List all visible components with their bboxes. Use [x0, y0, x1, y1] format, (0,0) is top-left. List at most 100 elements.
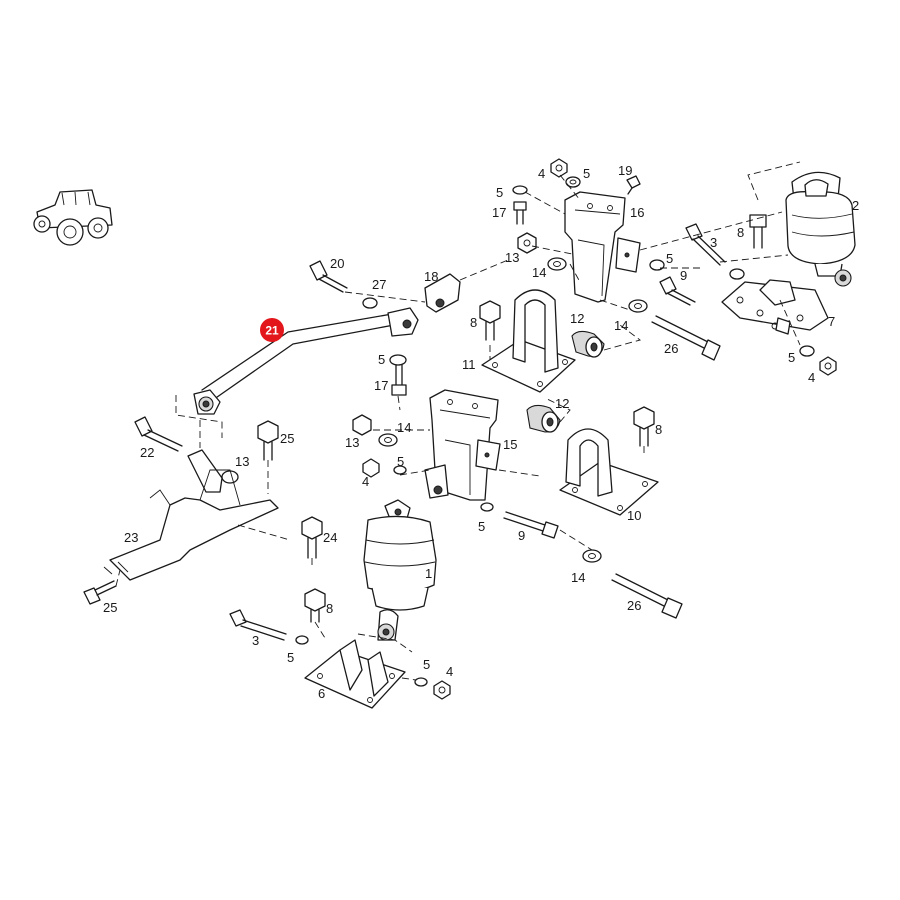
washer-14-mid	[628, 299, 648, 313]
callout-5: 5	[423, 657, 430, 672]
washer-14-left	[378, 433, 398, 447]
callout-13: 13	[345, 435, 359, 450]
bolt-26-top	[651, 315, 721, 361]
nut-4-bottom	[433, 680, 451, 700]
callout-8: 8	[737, 225, 744, 240]
callout-24: 24	[323, 530, 337, 545]
callout-3: 3	[710, 235, 717, 250]
bolt-8-bottom	[304, 588, 326, 623]
callout-7: 7	[828, 314, 835, 329]
bracket-16	[564, 191, 641, 303]
callout-5: 5	[496, 185, 503, 200]
air-spring-1	[363, 499, 437, 641]
callout-22: 22	[140, 445, 154, 460]
washer-5-lower-right	[799, 345, 815, 357]
bolt-25-top	[257, 420, 279, 461]
callout-12: 12	[555, 396, 569, 411]
callout-17: 17	[374, 378, 388, 393]
tractor-icon	[33, 189, 113, 246]
nut-4-lower-right	[819, 356, 837, 376]
washer-5-left-mid	[393, 465, 407, 475]
callout-5: 5	[287, 650, 294, 665]
bolt-8-mid	[479, 300, 501, 341]
bracket-15	[424, 389, 501, 501]
callout-9: 9	[680, 268, 687, 283]
callout-8: 8	[326, 601, 333, 616]
washer-5-top	[565, 176, 581, 188]
callout-5: 5	[378, 352, 385, 367]
bolt-3-bottom	[229, 609, 287, 641]
washer-14-top	[547, 257, 567, 271]
bracket-11	[481, 289, 576, 393]
callout-26: 26	[627, 598, 641, 613]
washer-5-bottom-right	[414, 677, 428, 687]
washer-5-mid	[389, 354, 407, 366]
callout-13: 13	[235, 454, 249, 469]
bolt-26-bottom	[611, 573, 683, 619]
callout-4: 4	[538, 166, 545, 181]
washer-5-right	[649, 259, 665, 271]
air-spring-2	[785, 171, 856, 287]
callout-1: 1	[425, 566, 432, 581]
screw-19	[626, 175, 641, 195]
callout-10: 10	[627, 508, 641, 523]
rod-21	[193, 307, 419, 415]
callout-27: 27	[372, 277, 386, 292]
callout-12: 12	[570, 311, 584, 326]
callout-13: 13	[505, 250, 519, 265]
nut-4-top	[550, 158, 568, 178]
callout-14: 14	[571, 570, 585, 585]
bolt-20	[309, 260, 348, 293]
plate-6	[304, 639, 406, 709]
callout-2: 2	[852, 198, 859, 213]
bushing-12-mid	[526, 404, 561, 433]
callout-23: 23	[124, 530, 138, 545]
callout-14: 14	[532, 265, 546, 280]
bolt-9-top	[659, 276, 696, 306]
callout-15: 15	[503, 437, 517, 452]
bolt-9-mid	[503, 511, 559, 539]
bolt-24	[301, 516, 323, 559]
bracket-23	[103, 469, 279, 581]
callout-8: 8	[655, 422, 662, 437]
callout-25: 25	[103, 600, 117, 615]
assembly-guide-lines	[115, 161, 801, 681]
callout-8: 8	[470, 315, 477, 330]
callout-25: 25	[280, 431, 294, 446]
bracket-18	[424, 273, 461, 313]
bracket-7	[721, 279, 829, 335]
bushing-12-top	[571, 330, 605, 358]
callout-5: 5	[397, 454, 404, 469]
callout-14: 14	[614, 318, 628, 333]
callout-17: 17	[492, 205, 506, 220]
bolt-8-right	[633, 406, 655, 447]
callout-4: 4	[362, 474, 369, 489]
bolt-3-top	[685, 223, 726, 266]
highlight-circle	[260, 318, 284, 342]
callout-19: 19	[618, 163, 632, 178]
nut-13-top	[517, 232, 537, 254]
bolt-17-mid	[391, 364, 407, 396]
callout-3: 3	[252, 633, 259, 648]
callout-18: 18	[424, 269, 438, 284]
callout-labels: 2 4 5 19 5 17 16 3 8 5 9 13 14 20 27 18 …	[103, 163, 859, 701]
washer-5-right-low	[729, 268, 745, 280]
callout-5: 5	[788, 350, 795, 365]
callout-14: 14	[397, 420, 411, 435]
callout-9: 9	[518, 528, 525, 543]
callout-11: 11	[462, 357, 476, 372]
callout-6: 6	[318, 686, 325, 701]
washer-14-right	[582, 549, 602, 563]
callout-5: 5	[583, 166, 590, 181]
bracket-10	[559, 428, 659, 516]
washer-5-center	[480, 502, 494, 512]
callout-20: 20	[330, 256, 344, 271]
callout-16: 16	[630, 205, 644, 220]
highlight-label: 21	[265, 324, 279, 338]
nut-13-left	[352, 414, 372, 436]
callout-5: 5	[666, 251, 673, 266]
highlight-marker-21[interactable]: 21	[260, 318, 284, 342]
bolt-22	[134, 416, 183, 452]
